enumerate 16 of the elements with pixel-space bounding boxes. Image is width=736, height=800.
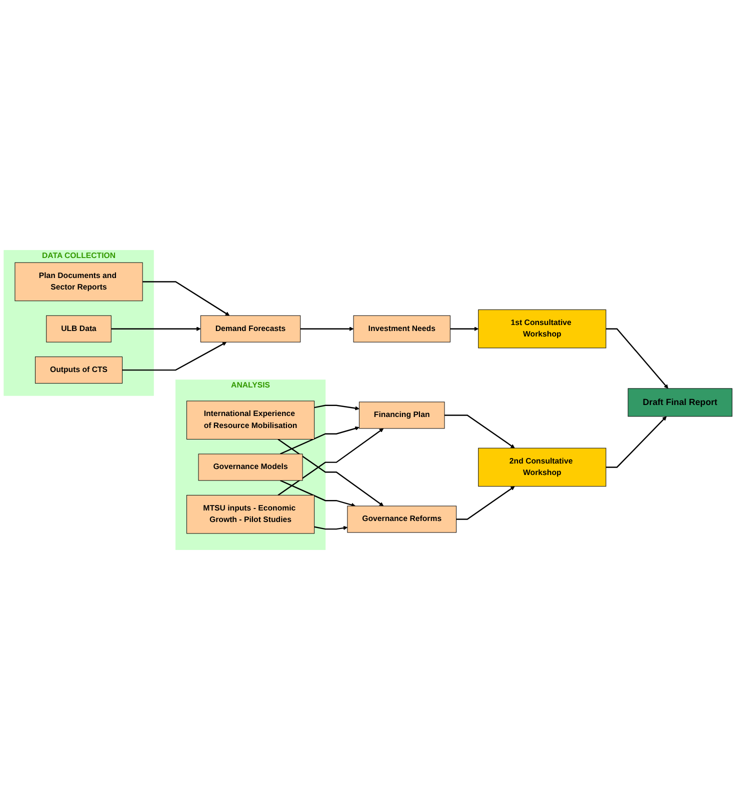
arrow bbox=[606, 328, 668, 389]
node-box: Draft Final Report bbox=[628, 388, 732, 417]
arrow bbox=[278, 438, 384, 506]
arrow bbox=[111, 326, 201, 331]
arrow bbox=[314, 404, 360, 410]
arrow bbox=[280, 426, 360, 455]
arrow bbox=[142, 281, 230, 316]
arrow bbox=[450, 326, 479, 331]
arrow bbox=[122, 342, 227, 371]
arrow bbox=[278, 428, 384, 496]
arrow bbox=[456, 486, 515, 520]
arrow bbox=[300, 326, 354, 331]
arrow bbox=[314, 526, 348, 530]
arrow bbox=[444, 414, 515, 448]
arrow bbox=[280, 480, 356, 507]
arrow bbox=[606, 416, 667, 468]
